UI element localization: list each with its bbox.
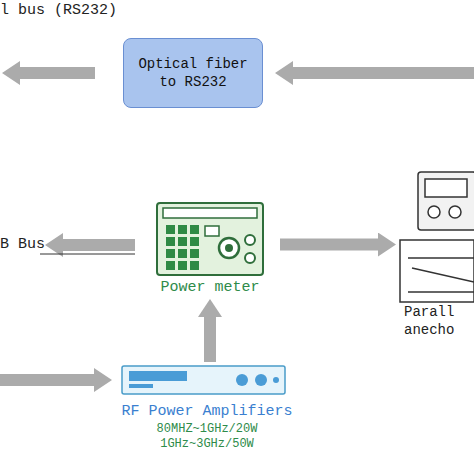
bus-line [40, 254, 135, 255]
bus-label: l bus (RS232) [0, 2, 117, 19]
block-arrow [204, 317, 216, 362]
block-arrow [2, 61, 95, 85]
block-arrow [280, 239, 378, 251]
block-arrow [0, 368, 112, 392]
device-node: Parall anecho [398, 195, 474, 340]
test-cell-icon [400, 172, 474, 302]
node-text: RF Power Amplifiers [121, 402, 292, 422]
process-box: Optical fiber to RS232 [123, 38, 263, 108]
node-text: Parall anecho [404, 303, 462, 339]
node-text: 80MHZ~1GHz/20W [157, 422, 258, 438]
power-meter-icon [157, 203, 263, 275]
block-arrow [275, 61, 474, 85]
bus-label: B Bus [0, 236, 45, 253]
node-text: 1GHz~3GHz/50W [160, 437, 254, 453]
device-node: Power meter [140, 200, 280, 297]
block-arrow [45, 233, 135, 257]
node-text: Power meter [160, 278, 259, 298]
device-node: RF Power Amplifiers80MHZ~1GHz/20W1GHz~3G… [112, 362, 302, 472]
amplifier-icon [122, 366, 285, 394]
node-text: Optical fiber to RS232 [132, 55, 254, 91]
